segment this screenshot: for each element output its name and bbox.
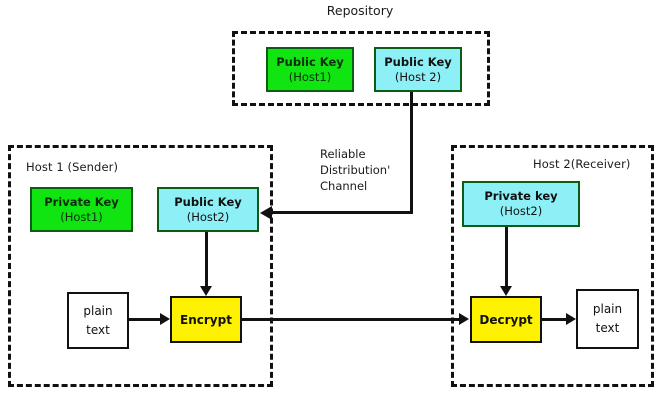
key-label-line2: (Host 2) [394,69,442,84]
host1-private-key: Private Key (Host1) [30,187,133,232]
key-label-line2: (Host2) [499,204,543,218]
host2-key-to-decrypt-arrowhead [500,286,512,296]
distribution-connector-vertical [410,92,413,214]
channel-label-line3: Channel [320,179,368,193]
distribution-connector-horizontal [272,211,412,214]
host2-caption: Host 2(Receiver) [533,157,631,171]
host1-plaintext-to-encrypt-line [129,318,162,321]
ciphertext-channel-arrowhead [459,313,469,325]
host1-public-key-host2: Public Key (Host2) [157,187,259,232]
decrypt-label: Decrypt [479,312,533,327]
decrypt-box: Decrypt [470,296,542,343]
host2-key-to-decrypt-line [505,227,508,286]
key-label-line1: Public Key [384,54,452,69]
host1-plaintext-input: plain text [67,292,129,349]
key-label-line1: Public Key [276,54,344,69]
ciphertext-channel-line [242,318,462,321]
host1-zone [8,145,273,387]
encrypt-box: Encrypt [170,296,242,343]
channel-label-line1: Reliable [320,147,366,161]
host2-zone [451,145,654,387]
host2-private-key: Private key (Host2) [462,181,580,227]
key-label-line1: Private Key [44,194,119,209]
repository-public-key-host2: Public Key (Host 2) [374,47,462,92]
host1-key-to-encrypt-line [205,232,208,286]
key-label-line2: (Host2) [186,209,230,224]
plaintext-line2: text [595,321,620,335]
host2-decrypt-to-plaintext-arrowhead [566,313,576,325]
host2-plaintext-output: plain text [576,289,639,349]
distribution-arrowhead [260,206,272,220]
key-label-line1: Public Key [174,194,242,209]
host1-plaintext-to-encrypt-arrowhead [160,313,170,325]
key-label-line1: Private key [484,189,558,203]
plaintext-line1: plain [83,303,113,318]
channel-label: Reliable Distribution' Channel [320,146,410,194]
channel-label-line2: Distribution' [320,163,391,177]
host1-caption: Host 1 (Sender) [26,160,119,174]
page-title: Repository [326,3,394,18]
host2-decrypt-to-plaintext-line [542,318,570,321]
plaintext-line2: text [86,322,110,337]
plaintext-line1: plain [592,302,623,316]
encrypt-label: Encrypt [180,312,232,327]
key-label-line2: (Host1) [288,69,332,84]
host1-key-to-encrypt-arrowhead [200,286,212,296]
repository-public-key-host1: Public Key (Host1) [266,47,354,92]
key-label-line2: (Host1) [60,209,103,224]
repository-zone [232,31,490,106]
